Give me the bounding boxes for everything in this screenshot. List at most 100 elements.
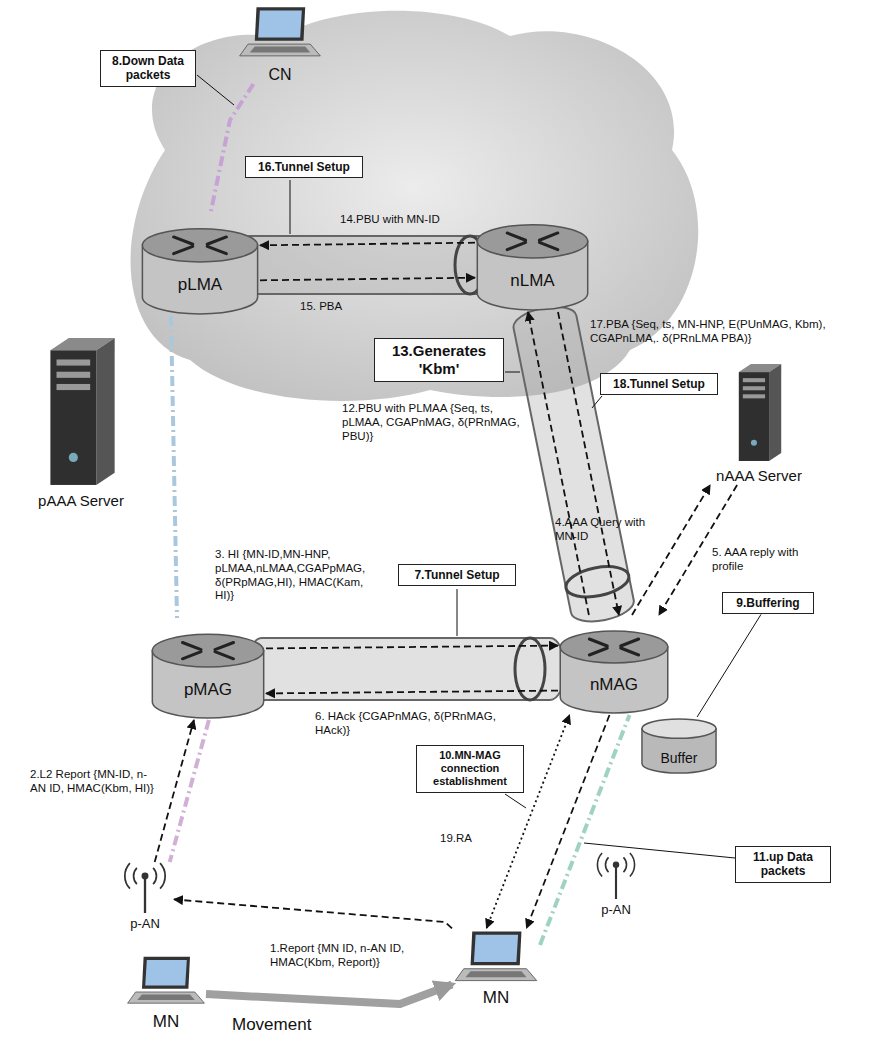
laptop-base xyxy=(128,992,205,1003)
tunnel-body xyxy=(511,302,637,626)
message-label: 6. HAck {CGAPnMAG, δ(PRnMAG, HAck)} xyxy=(315,710,500,738)
laptop-node: MN xyxy=(126,952,206,1032)
laptop-keyboard xyxy=(465,971,526,977)
server-side xyxy=(769,364,781,461)
message-arrow xyxy=(260,243,475,246)
tunnel-lma xyxy=(235,236,501,294)
server-front xyxy=(739,372,769,461)
callout-box: 11.up Data packets xyxy=(735,846,831,883)
server-front xyxy=(50,350,96,485)
message-label: 4.AAA Query with MN-ID xyxy=(555,516,660,544)
tunnel-body xyxy=(235,236,501,294)
leader-line xyxy=(505,372,520,373)
callout-box: 13.Generates 'Kbm' xyxy=(374,338,504,382)
server-slot xyxy=(743,378,765,382)
message-label: 19.RA xyxy=(440,832,490,846)
message-label: 2.L2 Report {MN-ID, n-AN ID, HMAC(Kbm, H… xyxy=(30,768,155,796)
message-arrow xyxy=(174,899,452,928)
router: pLMA xyxy=(140,212,260,316)
router-arrows xyxy=(182,642,233,658)
node-label: 8.Down Data packets xyxy=(107,54,189,83)
node-label: nLMA xyxy=(510,271,554,291)
leader-line xyxy=(457,589,458,636)
node-label: CN xyxy=(268,65,291,84)
node-label: nAAA Server xyxy=(716,467,802,485)
access-network-antenna: p-AN xyxy=(588,852,644,918)
tunnel-nlma-nmag xyxy=(511,302,637,626)
antenna-icon xyxy=(116,862,174,913)
buffer-top xyxy=(642,719,716,738)
node-label: p-AN xyxy=(130,916,160,932)
router: nMAG xyxy=(558,615,670,715)
callout-box: 10.MN-MAG connection establishment xyxy=(416,745,524,793)
node-label: pMAG xyxy=(184,680,232,700)
aaa-server: nAAA Server xyxy=(690,362,828,485)
node-label: MN xyxy=(153,1012,179,1032)
laptop-keyboard xyxy=(250,47,310,53)
server-slot xyxy=(57,384,91,390)
router: nLMA xyxy=(475,208,590,312)
node-label: pLMA xyxy=(178,275,222,295)
buffer-cylinder: Buffer xyxy=(640,717,718,775)
router-top xyxy=(560,631,668,663)
antenna-pole xyxy=(144,876,146,913)
server-slot xyxy=(743,394,765,398)
message-label: 1.Report {MN ID, n-AN ID, HMAC(Kbm, Repo… xyxy=(270,942,420,970)
data-path xyxy=(171,316,177,618)
node-label: Buffer xyxy=(660,750,697,767)
laptop-screen xyxy=(255,7,305,41)
server-slot xyxy=(743,386,765,390)
tunnel-mag xyxy=(247,638,565,700)
laptop-base xyxy=(455,969,536,981)
message-arrow xyxy=(528,312,589,615)
laptop-node: CN xyxy=(238,2,322,84)
message-label: 3. HI {MN-ID,MN-HNP, pLMAA,nLMAA,CGAPpMA… xyxy=(215,548,365,603)
node-label: MN xyxy=(483,988,509,1008)
router-icon xyxy=(558,615,670,715)
tunnel-body xyxy=(247,638,565,700)
node-label: 16.Tunnel Setup xyxy=(258,160,350,174)
leader-line xyxy=(592,396,602,408)
laptop-icon xyxy=(126,952,206,1008)
router-arrows xyxy=(589,639,638,655)
laptop-icon xyxy=(238,2,322,61)
node-label: 11.up Data packets xyxy=(742,850,824,879)
callout-box: 7.Tunnel Setup xyxy=(398,564,516,586)
laptop-base xyxy=(240,44,321,56)
node-label: 10.MN-MAG connection establishment xyxy=(423,749,517,789)
server-slot xyxy=(57,359,91,365)
data-path xyxy=(170,720,209,862)
router-top xyxy=(142,229,257,262)
leader-line xyxy=(505,794,526,808)
laptop-keyboard xyxy=(137,994,195,1000)
callout-box: 9.Buffering xyxy=(722,592,814,614)
message-label: 15. PBA xyxy=(300,300,400,314)
laptop-icon xyxy=(452,928,540,984)
movement-arrow xyxy=(206,985,452,1005)
callout-box: 16.Tunnel Setup xyxy=(245,156,363,178)
server-slot xyxy=(57,372,91,378)
message-arrow xyxy=(632,485,710,615)
server-icon xyxy=(12,335,150,488)
laptop-display xyxy=(145,960,187,986)
leader-line xyxy=(697,614,761,717)
message-label: 12.PBU with PLMAA {Seq, ts, pLMAA, CGAPn… xyxy=(342,402,522,443)
node-label: 13.Generates 'Kbm' xyxy=(381,342,497,378)
laptop-screen xyxy=(471,931,522,965)
movement-label: Movement xyxy=(232,1015,382,1035)
laptop-display xyxy=(258,11,302,38)
leader-line xyxy=(290,180,291,234)
message-arrow xyxy=(260,278,475,281)
leader-line xyxy=(197,75,234,105)
callout-box: 8.Down Data packets xyxy=(100,50,196,87)
router-top xyxy=(152,634,263,667)
message-arrow xyxy=(266,646,558,649)
callout-box: 18.Tunnel Setup xyxy=(600,373,718,395)
server-led xyxy=(69,453,78,462)
message-label: 14.PBU with MN-ID xyxy=(340,213,470,227)
tunnel-ring xyxy=(563,562,631,602)
router-icon xyxy=(475,208,590,312)
message-label: 17.PBA {Seq, ts, MN-HNP, E(PUnMAG, Kbm),… xyxy=(590,318,862,346)
node-label: 9.Buffering xyxy=(736,596,799,610)
